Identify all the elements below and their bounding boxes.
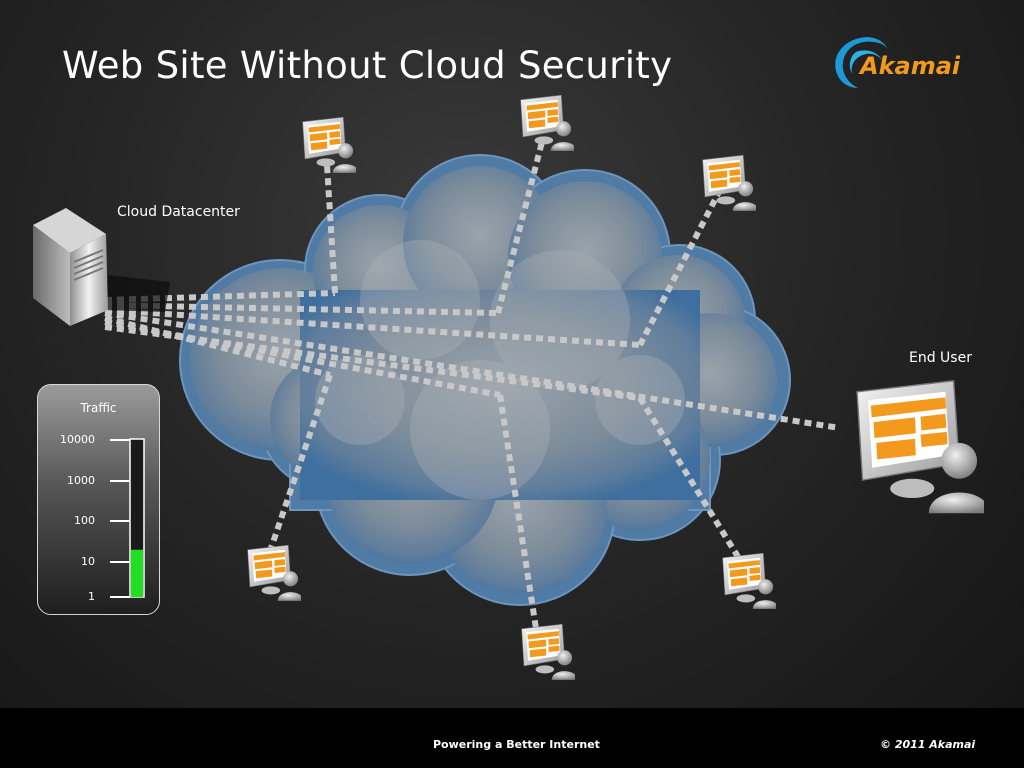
- end-user-label: End User: [909, 350, 972, 366]
- datacenter-label: Cloud Datacenter: [117, 204, 240, 220]
- link-user-5: [497, 394, 540, 636]
- link-user-3: [637, 188, 723, 347]
- user-workstation-icon: [302, 116, 356, 174]
- tick-label: 1: [88, 590, 95, 603]
- footer-bar: Powering a Better Internet © 2011 Akamai: [0, 708, 1024, 768]
- akamai-wordmark: Akamai: [860, 52, 961, 80]
- link-datacenter-to-user-6: [104, 324, 641, 401]
- user-workstation-icon: [521, 623, 575, 681]
- user-workstation-icon: [247, 544, 301, 602]
- tick-label: 10000: [60, 433, 95, 446]
- tick-label: 1000: [67, 474, 95, 487]
- end-user-workstation-icon: [856, 380, 984, 514]
- user-workstation-icon: [520, 94, 574, 152]
- user-workstation-icon: [722, 552, 776, 610]
- link-datacenter-to-user-3: [104, 307, 641, 348]
- link-user-4: [264, 374, 333, 561]
- footer-tagline: Powering a Better Internet: [433, 738, 600, 751]
- traffic-gauge: Traffic 10000 1000 100 10 1: [37, 384, 160, 615]
- link-user-2: [495, 137, 546, 314]
- traffic-gauge-title: Traffic: [80, 401, 117, 415]
- server-icon: [33, 208, 170, 326]
- akamai-logo: Akamai: [830, 30, 980, 92]
- akamai-swoosh-icon: [835, 37, 888, 88]
- link-datacenter-to-user-2: [104, 302, 499, 316]
- footer-copyright: © 2011 Akamai: [880, 738, 976, 751]
- network-diagram: [33, 94, 984, 681]
- traffic-gauge-fill: [131, 549, 143, 597]
- traffic-gauge-scale: [110, 438, 145, 598]
- slide-title: Web Site Without Cloud Security: [62, 44, 673, 87]
- link-user-6: [637, 396, 743, 562]
- link-user-1: [324, 164, 338, 294]
- tick-label: 10: [81, 555, 95, 568]
- tick-label: 100: [74, 514, 95, 527]
- link-datacenter-to-end-user: [104, 310, 841, 431]
